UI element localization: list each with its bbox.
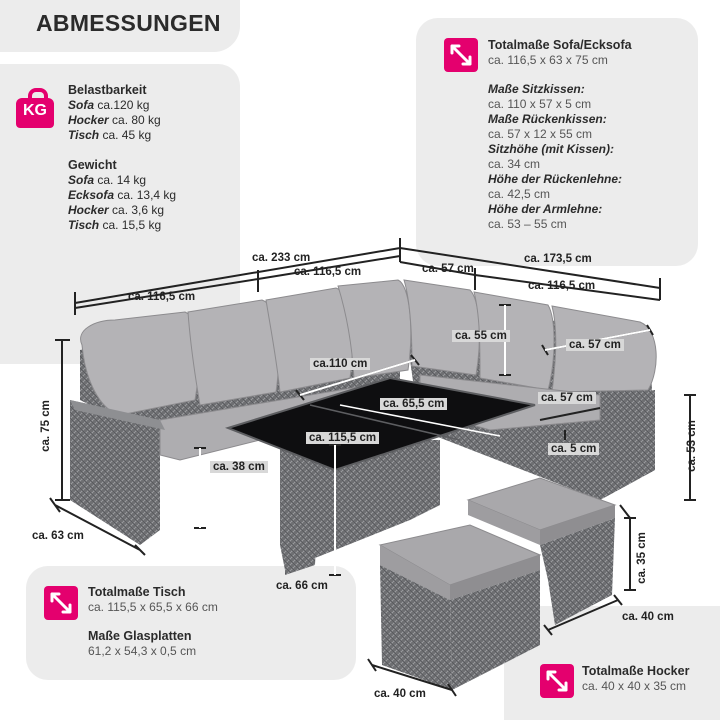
dim-table-66: ca. 66 cm [276,580,328,592]
dim-cushion-110: ca.110 cm [310,358,371,370]
load-row: Tisch ca. 45 kg [68,128,161,143]
load-heading: Belastbarkeit [68,83,147,97]
dim-right-total: ca. 173,5 cm [524,253,592,265]
load-item-value: ca. 80 kg [112,113,161,127]
dim-corner-depth: ca. 57 cm [422,263,474,275]
kg-label: KG [23,102,47,119]
dim-thick-5: ca. 5 cm [548,443,600,455]
weight-item-name: Ecksofa [68,188,115,202]
dim-right-width: ca. 116,5 cm [528,280,596,292]
load-item-value: ca.120 kg [97,98,150,112]
dim-height-75: ca. 75 cm [39,400,52,452]
spec-value: ca. 42,5 cm [488,187,551,201]
dim-total-width: ca. 233 cm [252,252,311,264]
spec-label: Höhe der Armlehne: [488,202,603,216]
spec-label: Sitzhöhe (mit Kissen): [488,142,615,156]
spec-label: Maße Sitzkissen: [488,82,585,96]
dim-back-57: ca. 57 cm [566,339,624,351]
stool-heading: Totalmaße Hocker [582,664,690,678]
dim-stool-35: ca. 35 cm [635,532,648,584]
dim-seat-57: ca. 57 cm [538,392,596,404]
stool-section: Totalmaße Hocker ca. 40 x 40 x 35 cm [582,664,689,694]
sofa-section: Totalmaße Sofa/Ecksofa ca. 116,5 x 63 x … [488,38,632,232]
table-section: Totalmaße Tisch ca. 115,5 x 65,5 x 66 cm… [88,585,218,659]
spec-label: Maße Rückenkissen: [488,112,607,126]
dim-depth-63: ca. 63 cm [32,530,84,542]
dim-table-115: ca. 115,5 cm [306,432,380,444]
weight-row: Tisch ca. 15,5 kg [68,218,176,233]
spec-value: ca. 57 x 12 x 55 cm [488,127,593,141]
glass-heading: Maße Glasplatten [88,629,192,643]
spec-value: ca. 53 – 55 cm [488,217,567,231]
weight-item-name: Sofa [68,173,95,187]
dim-mid-width: ca. 116,5 cm [294,266,362,278]
diagonal-arrow-icon [44,586,78,620]
table-size: ca. 115,5 x 65,5 x 66 cm [88,600,218,614]
load-item-name: Sofa [68,98,95,112]
stool-size: ca. 40 x 40 x 35 cm [582,679,687,693]
dim-left-width: ca. 116,5 cm [128,291,196,303]
spec-label: Höhe der Rückenlehne: [488,172,623,186]
weight-section: Gewicht Sofa ca. 14 kg Ecksofa ca. 13,4 … [68,158,176,233]
page-title: ABMESSUNGEN [36,10,221,36]
weight-row: Hocker ca. 3,6 kg [68,203,176,218]
load-row: Hocker ca. 80 kg [68,113,161,128]
weight-item-value: ca. 3,6 kg [112,203,165,217]
load-section: Belastbarkeit Sofa ca.120 kg Hocker ca. … [68,83,161,143]
weight-item-name: Tisch [68,218,100,232]
kg-weight-icon: KG [16,88,54,128]
spec-value: ca. 34 cm [488,157,541,171]
title-panel [0,0,240,52]
sofa-heading: Totalmaße Sofa/Ecksofa [488,38,632,52]
dim-stool-40-right: ca. 40 cm [622,611,674,623]
dim-seat-38: ca. 38 cm [210,461,268,473]
load-item-value: ca. 45 kg [102,128,152,142]
weight-heading: Gewicht [68,158,117,172]
table-heading: Totalmaße Tisch [88,585,186,599]
dim-glass-65: ca. 65,5 cm [380,398,448,410]
dim-back-55: ca. 55 cm [452,330,510,342]
weight-item-value: ca. 13,4 kg [117,188,177,202]
dim-stool-40-front: ca. 40 cm [374,688,426,700]
weight-item-value: ca. 14 kg [97,173,147,187]
load-row: Sofa ca.120 kg [68,98,161,113]
load-item-name: Hocker [68,113,109,127]
glass-size: 61,2 x 54,3 x 0,5 cm [88,644,197,658]
weight-item-value: ca. 15,5 kg [102,218,162,232]
dim-arm-53: ca. 53 cm [685,420,698,472]
diagonal-arrow-icon [444,38,478,72]
weight-row: Sofa ca. 14 kg [68,173,176,188]
weight-item-name: Hocker [68,203,109,217]
weight-row: Ecksofa ca. 13,4 kg [68,188,176,203]
spec-value: ca. 110 x 57 x 5 cm [488,97,592,111]
load-item-name: Tisch [68,128,100,142]
sofa-size: ca. 116,5 x 63 x 75 cm [488,53,608,67]
info-panel-table [26,566,356,680]
diagonal-arrow-icon [540,664,574,698]
